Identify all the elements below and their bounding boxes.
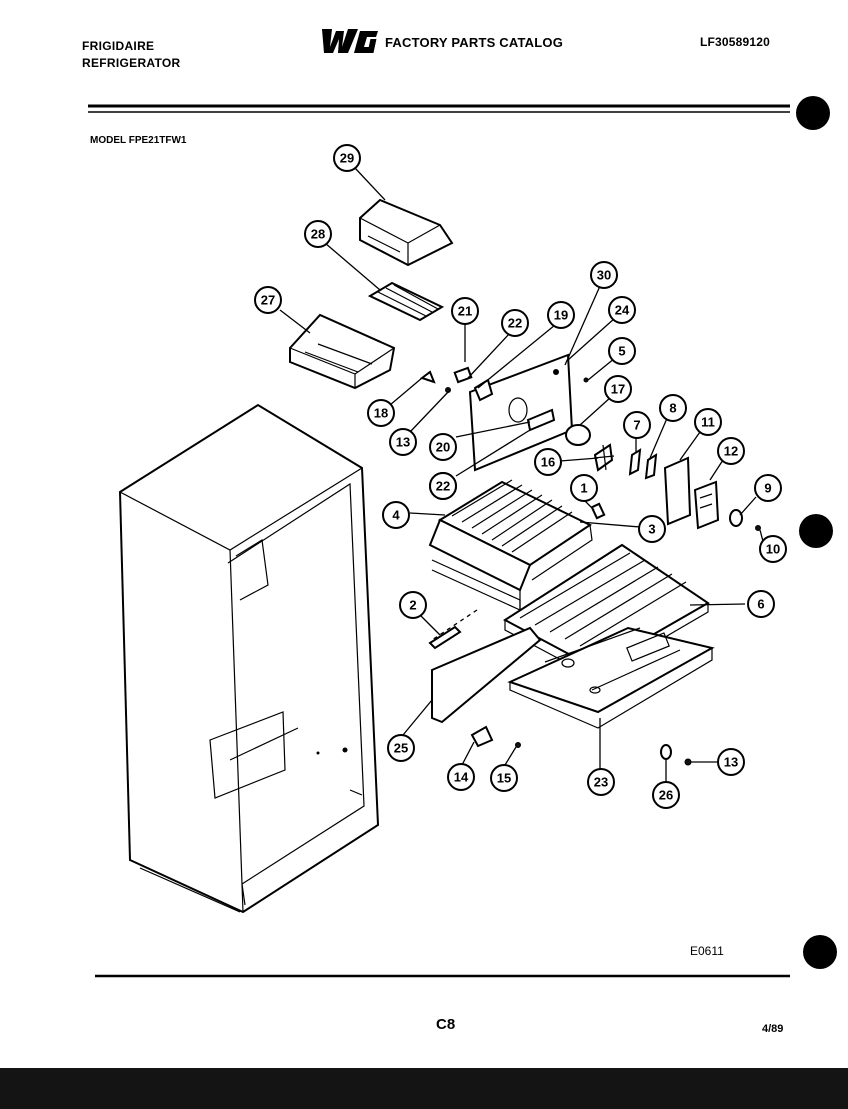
part-callout-6: 6 xyxy=(747,590,775,618)
callout-label: 12 xyxy=(724,444,738,459)
part-callout-2: 2 xyxy=(399,591,427,619)
callout-label: 13 xyxy=(724,755,738,770)
part-callout-25: 25 xyxy=(387,734,415,762)
part-2-pin xyxy=(428,625,462,650)
part-callout-29: 29 xyxy=(333,144,361,172)
control-housing xyxy=(663,456,720,530)
callout-label: 14 xyxy=(454,770,469,785)
binder-hole xyxy=(796,96,830,130)
page-number: C8 xyxy=(436,1016,456,1033)
part-callout-3: 3 xyxy=(638,515,666,543)
callout-label: 13 xyxy=(396,435,410,450)
callout-label: 17 xyxy=(611,382,625,397)
callout-label: 8 xyxy=(669,401,676,416)
callout-label: 23 xyxy=(594,775,608,790)
part-callout-24: 24 xyxy=(608,296,636,324)
callout-label: 22 xyxy=(436,479,450,494)
drawing-number: E0611 xyxy=(690,944,724,958)
callout-label: 27 xyxy=(261,293,275,308)
scan-border xyxy=(0,1068,848,1109)
part-callout-18: 18 xyxy=(367,399,395,427)
part-callout-1: 1 xyxy=(570,474,598,502)
model-label: MODEL FPE21TFW1 xyxy=(90,135,187,146)
catalog-title: FACTORY PARTS CATALOG xyxy=(385,35,564,50)
callout-label: 6 xyxy=(757,597,764,612)
part-callout-17: 17 xyxy=(604,375,632,403)
wci-logo xyxy=(322,29,378,53)
part-4-evaporator xyxy=(428,479,593,611)
fasteners xyxy=(590,502,606,520)
part-callout-28: 28 xyxy=(304,220,332,248)
part-callout-20: 20 xyxy=(429,433,457,461)
binder-hole xyxy=(799,514,833,548)
callout-label: 11 xyxy=(701,415,715,430)
part-callout-30: 30 xyxy=(590,261,618,289)
part-callout-23: 23 xyxy=(587,768,615,796)
part-callout-12: 12 xyxy=(717,437,745,465)
part-callout-5: 5 xyxy=(608,337,636,365)
part-callout-22: 22 xyxy=(501,309,529,337)
callout-label: 7 xyxy=(633,418,640,433)
callout-label: 4 xyxy=(392,508,400,523)
part-29-shelf-bin xyxy=(359,198,454,267)
callout-label: 20 xyxy=(436,440,450,455)
part-callout-9: 9 xyxy=(754,474,782,502)
part-callout-22: 22 xyxy=(429,472,457,500)
callout-label: 10 xyxy=(766,542,780,557)
hinge-parts xyxy=(470,725,692,766)
part-callout-13: 13 xyxy=(389,428,417,456)
part-callout-11: 11 xyxy=(694,408,722,436)
small-clips xyxy=(583,377,658,480)
callout-label: 9 xyxy=(764,481,771,496)
callout-label: 29 xyxy=(340,151,354,166)
part-callout-27: 27 xyxy=(254,286,282,314)
part-25-rail xyxy=(431,626,542,724)
brand-name: FRIGIDAIRE xyxy=(82,39,155,53)
fan-assembly xyxy=(526,408,615,472)
callout-label: 24 xyxy=(615,303,630,318)
part-callout-7: 7 xyxy=(623,411,651,439)
part-28-grille xyxy=(367,281,445,322)
callout-label: 2 xyxy=(409,598,416,613)
control-knob xyxy=(729,509,761,531)
callout-label: 30 xyxy=(597,268,611,283)
part-callout-4: 4 xyxy=(382,501,410,529)
callout-label: 3 xyxy=(648,522,655,537)
part-callout-15: 15 xyxy=(490,764,518,792)
leader-lines xyxy=(279,167,765,782)
callout-label: 26 xyxy=(659,788,673,803)
part-callout-26: 26 xyxy=(652,781,680,809)
part-callout-16: 16 xyxy=(534,448,562,476)
part-callout-14: 14 xyxy=(447,763,475,791)
callout-label: 21 xyxy=(458,304,472,319)
product-type: REFRIGERATOR xyxy=(82,56,181,70)
callout-label: 18 xyxy=(374,406,388,421)
binder-hole xyxy=(803,935,837,969)
part-27-tray xyxy=(289,313,396,390)
part-callout-13: 13 xyxy=(717,748,745,776)
callout-label: 22 xyxy=(508,316,522,331)
scan-border xyxy=(0,0,20,1068)
callout-label: 16 xyxy=(541,455,555,470)
revision-date: 4/89 xyxy=(762,1023,784,1035)
catalog-number: LF30589120 xyxy=(700,35,771,49)
part-callout-10: 10 xyxy=(759,535,787,563)
callout-label: 15 xyxy=(497,771,511,786)
callout-label: 19 xyxy=(554,308,568,323)
part-23-floor-pan xyxy=(507,626,715,729)
callout-label: 25 xyxy=(394,741,408,756)
part-callout-21: 21 xyxy=(451,297,479,325)
callout-label: 28 xyxy=(311,227,325,242)
callout-label: 5 xyxy=(618,344,625,359)
part-callout-8: 8 xyxy=(659,394,687,422)
part-callout-19: 19 xyxy=(547,301,575,329)
callout-label: 1 xyxy=(580,481,587,496)
header-rule xyxy=(88,104,790,113)
cabinet-liner xyxy=(118,403,380,914)
